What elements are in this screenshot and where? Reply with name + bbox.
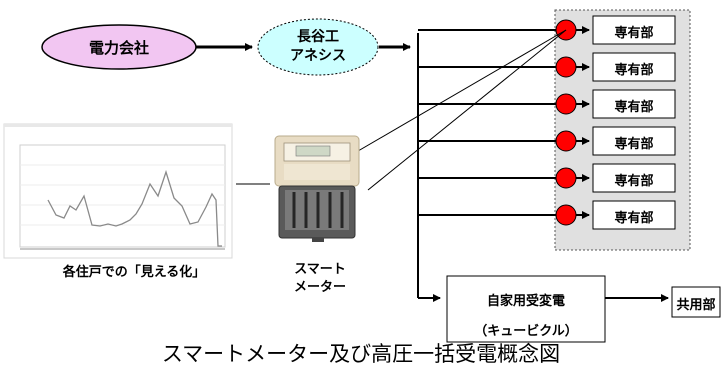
meter-dot bbox=[555, 56, 577, 78]
meter-dot bbox=[555, 167, 577, 189]
common-area-label: 共用部 bbox=[676, 298, 716, 313]
provider-label: 長谷工 アネシス bbox=[258, 28, 378, 66]
substation-label-line1: 自家用受変電 bbox=[486, 294, 565, 309]
meter-dot bbox=[555, 130, 577, 152]
common-area-box bbox=[671, 286, 721, 318]
smart-meter-caption-line2: メーター bbox=[293, 280, 346, 295]
private-unit-box bbox=[592, 52, 676, 82]
substation-box bbox=[446, 275, 606, 343]
private-unit-box bbox=[592, 200, 676, 230]
provider-node bbox=[257, 18, 379, 76]
smart-meter-caption-line1: スマート bbox=[294, 262, 346, 277]
meter-dot bbox=[555, 204, 577, 226]
private-unit-box bbox=[592, 89, 676, 119]
power-company-label: 電力会社 bbox=[88, 39, 149, 57]
private-unit-box bbox=[592, 126, 676, 156]
home-display-caption: 各住戸での「見える化」 bbox=[62, 265, 206, 280]
smart-meter-caption: スマート メーター bbox=[284, 261, 356, 297]
diagram-title: スマートメーター及び高圧一括受電概念図 bbox=[161, 342, 561, 366]
private-unit-label: 専有部 bbox=[614, 63, 654, 78]
private-unit-label: 専有部 bbox=[614, 137, 654, 152]
private-unit-box bbox=[592, 163, 676, 193]
private-unit-label: 専有部 bbox=[614, 211, 654, 226]
smart-meter-device bbox=[274, 135, 360, 242]
private-unit-label: 専有部 bbox=[614, 100, 654, 115]
home-display-usage-line bbox=[47, 169, 222, 247]
substation-label: 自家用受変電 （キュービクル） bbox=[447, 287, 605, 347]
private-unit-label: 専有部 bbox=[614, 26, 654, 41]
substation-label-line2: （キュービクル） bbox=[474, 324, 578, 339]
meter-link-line-2 bbox=[367, 29, 567, 191]
home-display-screen bbox=[3, 123, 233, 259]
provider-label-line1: 長谷工 bbox=[297, 29, 339, 45]
meter-link-line-1 bbox=[333, 29, 567, 166]
provider-label-line2: アネシス bbox=[290, 48, 346, 64]
home-display-plot-frame bbox=[19, 144, 226, 248]
private-unit-label: 専有部 bbox=[614, 174, 654, 189]
private-unit-box bbox=[592, 15, 676, 45]
meter-dot bbox=[555, 93, 577, 115]
